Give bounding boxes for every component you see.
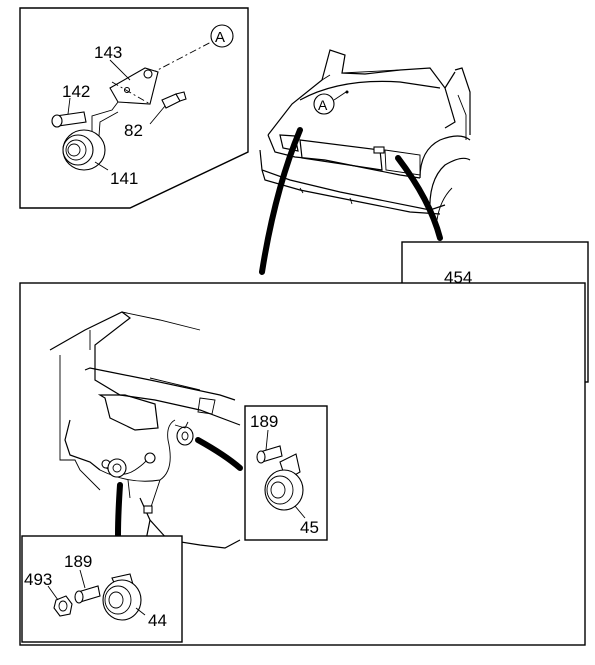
callout-493: 493 [24,570,52,589]
reference-mark-a-hood [313,93,335,115]
callout-189-lower: 189 [64,552,92,571]
vehicle-front-view: A [259,49,471,221]
reference-mark-a-detail [210,24,234,48]
callout-142: 142 [62,82,90,101]
detail-box-horn-45: 189 45 [244,405,328,541]
pointer-line-bay-to-horn-44 [115,482,123,538]
horn-141 [62,129,106,171]
callout-143: 143 [94,43,122,62]
callout-189-upper: 189 [250,412,278,431]
detail-box-horn-bracket: A 143 142 82 141 [19,7,249,209]
reference-mark-a-detail-label: A [215,29,225,46]
horn-44 [102,573,142,621]
callout-45: 45 [300,518,319,537]
callout-44: 44 [148,611,167,630]
callout-82: 82 [124,121,143,140]
detail-box-horn-44: 493 189 44 [21,535,183,643]
callout-454: 454 [444,268,472,287]
horn-45 [264,469,304,511]
nut-493 [53,595,73,617]
pointer-line-hood-to-detail [259,127,303,275]
callout-141: 141 [110,169,138,188]
reference-mark-a-hood-label: A [318,97,328,113]
pointer-line-grille-to-detail [395,155,443,241]
pointer-line-bay-to-horn-45 [195,437,243,471]
